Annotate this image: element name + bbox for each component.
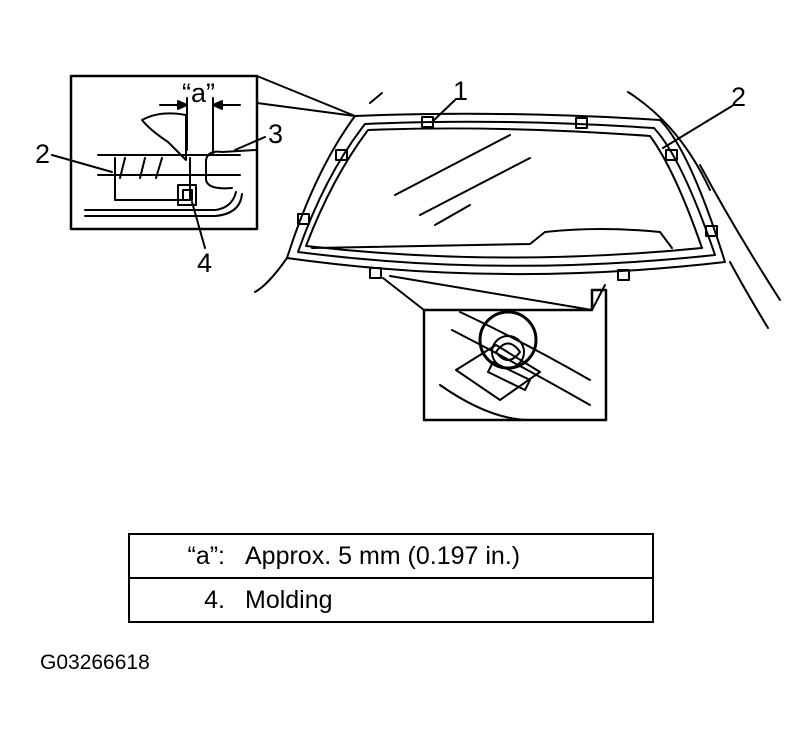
figure-code: G03266618 xyxy=(40,651,150,674)
windshield-molding-illustration: “a” 2 3 4 1 2 xyxy=(35,74,781,422)
legend-value-text: Molding xyxy=(245,585,333,614)
legend-value: Approx. 5 mm (0.197 in.) xyxy=(225,534,653,578)
windshield-view xyxy=(254,91,781,329)
legend-key: “a”: xyxy=(187,541,226,570)
clip-detail-inset xyxy=(382,275,608,422)
callout-2-main: 2 xyxy=(731,82,746,112)
legend-value: Molding xyxy=(225,577,653,622)
legend-table: “a”: Approx. 5 mm (0.197 in.) 4. Molding xyxy=(128,533,654,623)
callout-1-main: 1 xyxy=(453,76,468,106)
callout-2-detail: 2 xyxy=(35,139,50,169)
legend-value-text: Approx. 5 mm (0.197 in.) xyxy=(245,541,521,570)
cross-section-inset xyxy=(51,74,356,249)
legend-row: 4. Molding xyxy=(129,577,653,622)
legend-row: “a”: Approx. 5 mm (0.197 in.) xyxy=(129,534,653,578)
callout-dimension-a: “a” xyxy=(182,78,215,108)
legend-key: 4. xyxy=(129,577,225,622)
callout-4-detail: 4 xyxy=(197,248,212,278)
callout-3-detail: 3 xyxy=(268,119,283,149)
